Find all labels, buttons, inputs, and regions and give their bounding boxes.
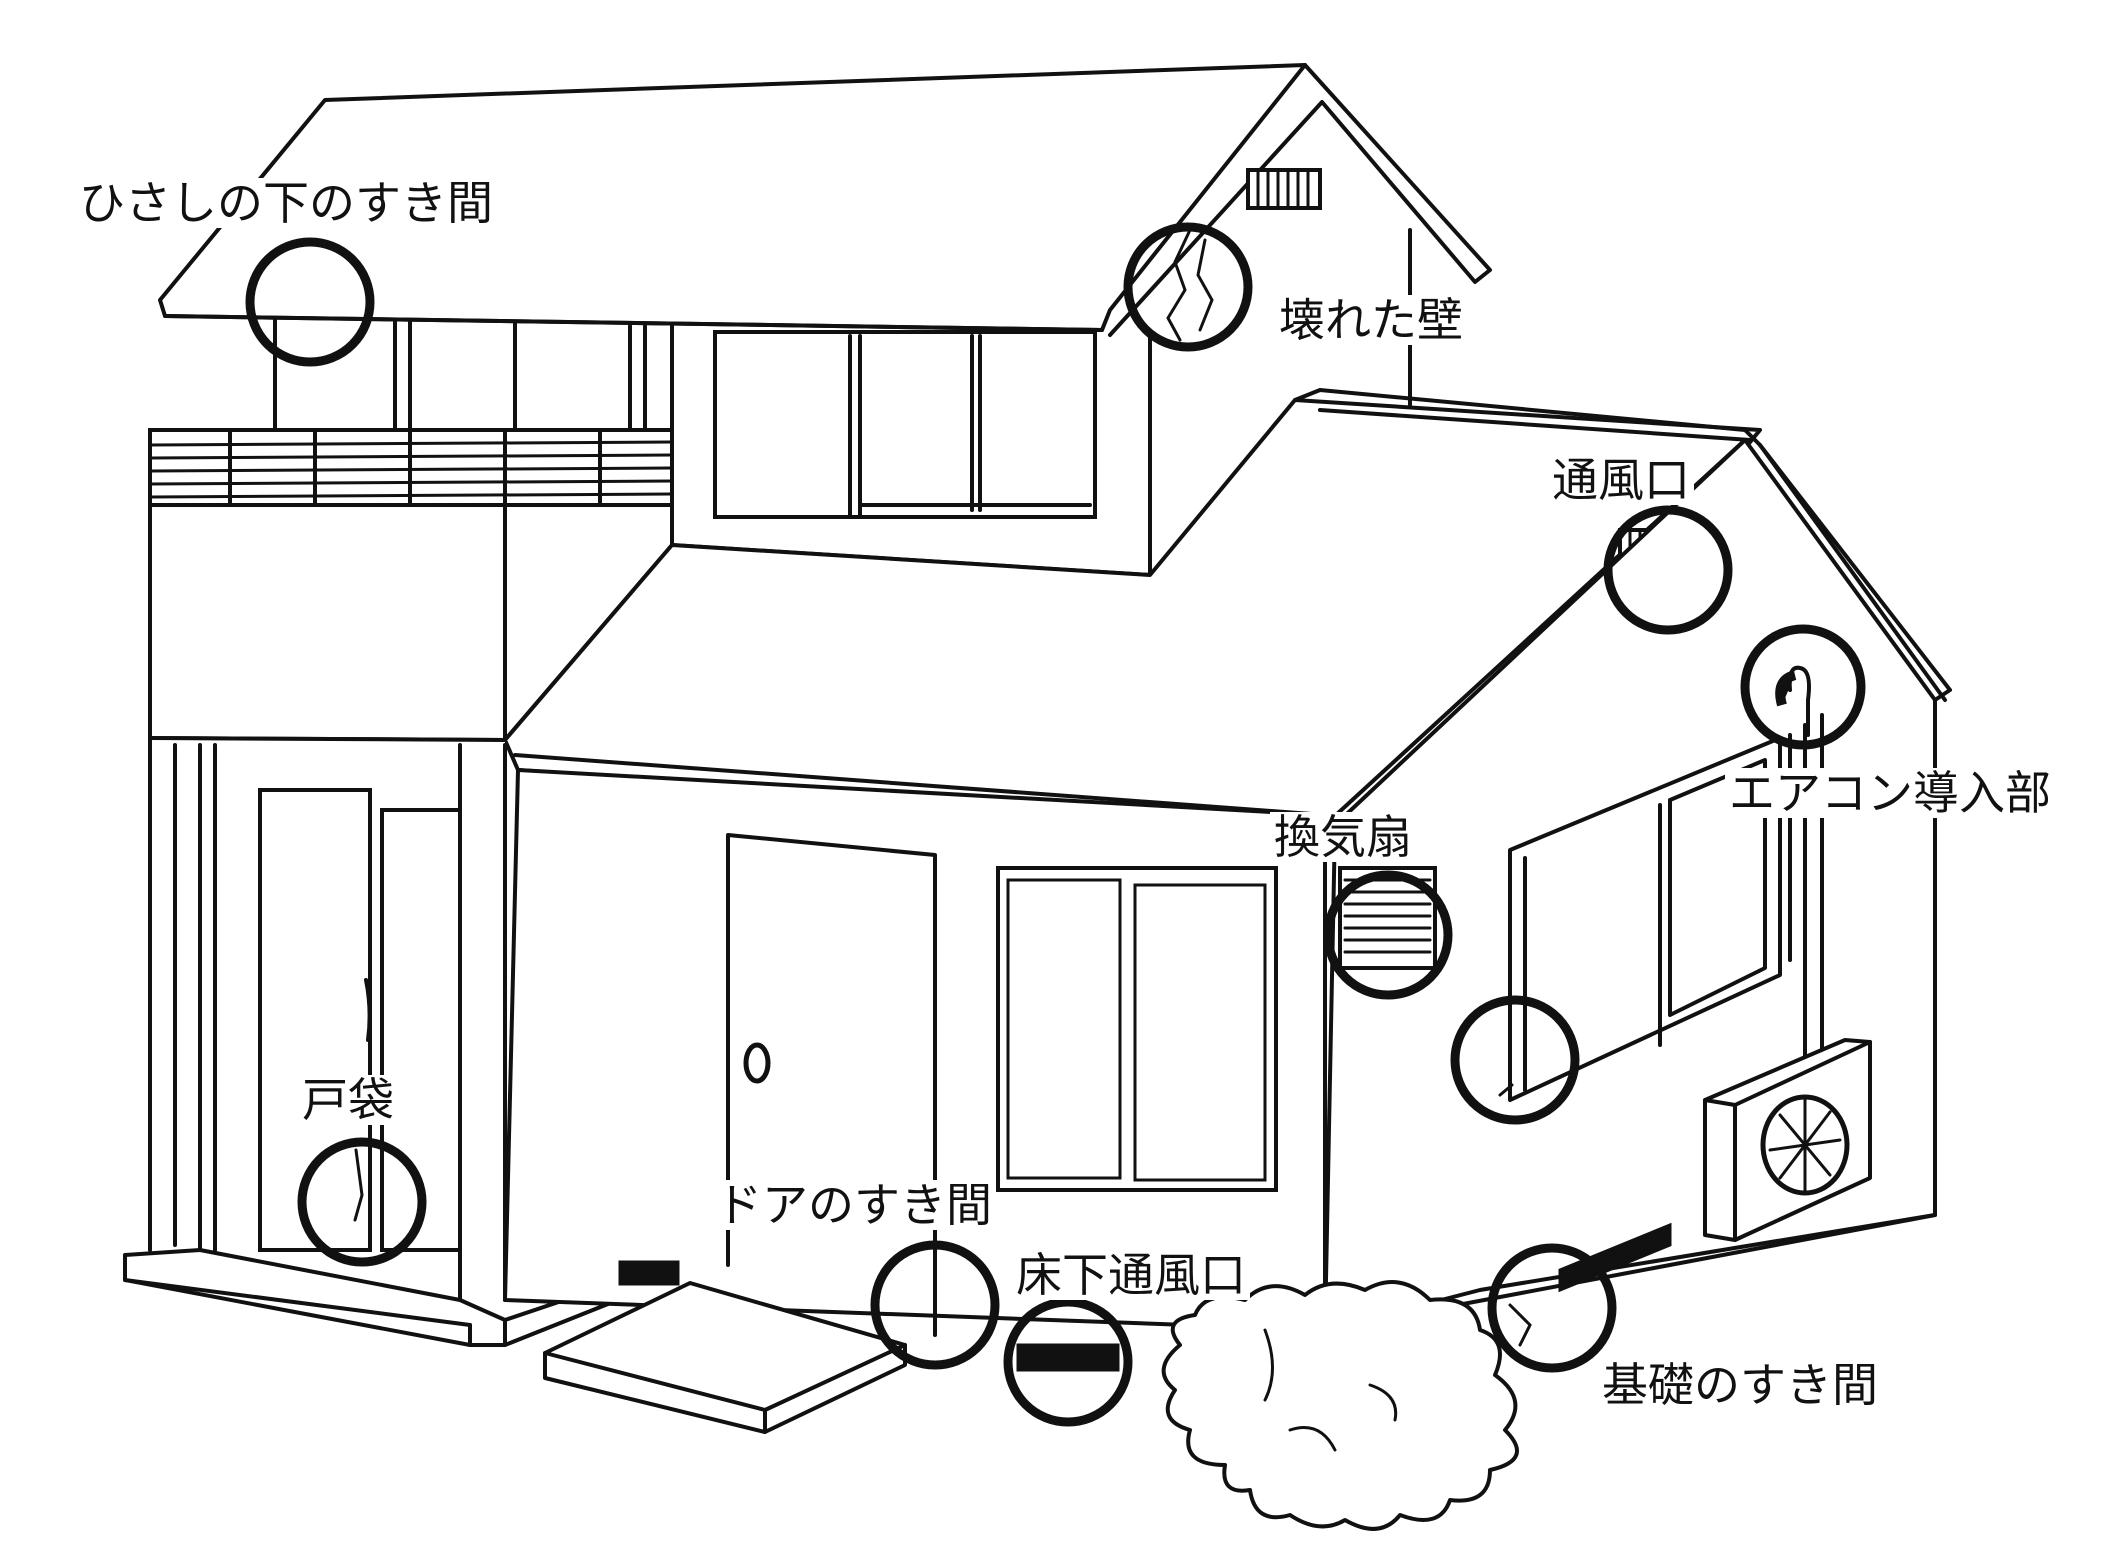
balcony xyxy=(148,428,674,742)
ring-window-gap xyxy=(1450,995,1580,1125)
bush xyxy=(1161,1280,1519,1531)
ring-door-pocket xyxy=(297,1137,427,1267)
ring-door-gap xyxy=(870,1240,1000,1370)
vent-grille-icon xyxy=(1246,168,1322,210)
ring-ac-inlet xyxy=(1740,624,1866,750)
label-ac-inlet: エアコン導入部 xyxy=(1725,768,2055,818)
foundation-crack xyxy=(1508,1303,1532,1347)
front-wall xyxy=(503,753,1327,1372)
ring-fan xyxy=(1323,870,1453,1000)
label-door-pocket: 戸袋 xyxy=(298,1075,398,1125)
front-step xyxy=(543,1281,907,1434)
label-underfloor-vent: 床下通風口 xyxy=(1012,1250,1250,1300)
door-knob-icon xyxy=(743,1042,771,1084)
ring-eaves-gap xyxy=(245,237,375,367)
label-eaves-gap: ひさしの下のすき間 xyxy=(75,178,497,228)
ring-underfloor-vent xyxy=(1003,1297,1133,1427)
wall-crack xyxy=(1166,228,1214,342)
label-vent: 通風口 xyxy=(1548,455,1694,505)
label-foundation-gap: 基礎のすき間 xyxy=(1598,1360,1882,1410)
second-floor xyxy=(273,318,1152,577)
label-fan: 換気扇 xyxy=(1270,812,1416,862)
ring-vent xyxy=(1603,505,1733,635)
label-broken-wall: 壊れた壁 xyxy=(1275,295,1467,345)
label-door-gap: ドアのすき間 xyxy=(712,1180,996,1230)
ring-broken-wall xyxy=(1123,222,1253,352)
highlight-rings xyxy=(245,222,1866,1427)
ring-foundation-gap xyxy=(1487,1243,1617,1373)
porch xyxy=(123,736,620,1347)
ac-outdoor-unit xyxy=(1703,1038,1872,1242)
